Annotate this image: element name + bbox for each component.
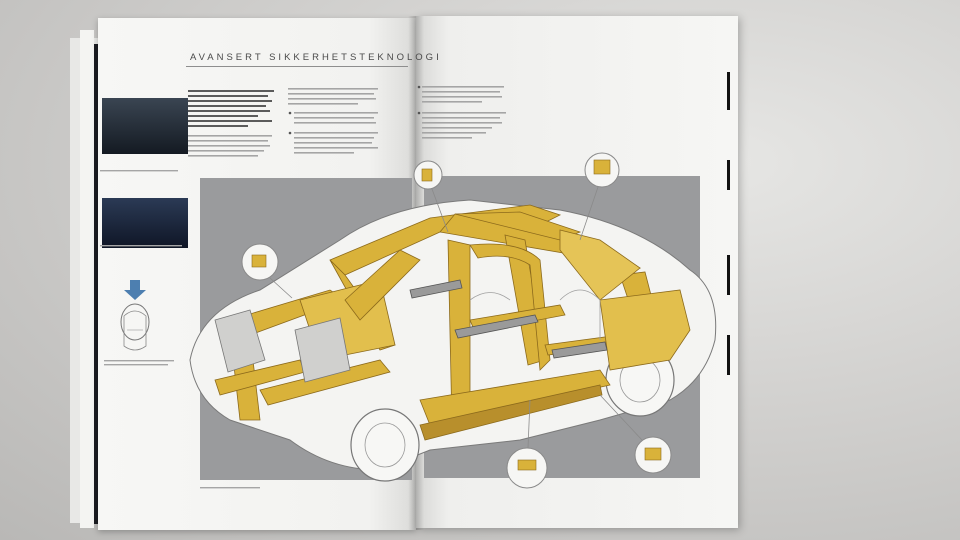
thumbnail-photo-bottom (102, 198, 188, 248)
page-stack-inner (80, 30, 94, 528)
edge-tab-1 (727, 72, 730, 110)
title-rule-left (186, 66, 408, 67)
thumbnail-photo-top (102, 98, 188, 154)
spread-title: Avansert Sikkerhetsteknologi (190, 52, 442, 63)
edge-tab-2 (727, 160, 730, 190)
edge-tab-4 (727, 335, 730, 375)
page-stack-dark-edge (92, 44, 98, 524)
airbag-diagram-icon (120, 280, 150, 351)
edge-tab-3 (727, 255, 730, 295)
